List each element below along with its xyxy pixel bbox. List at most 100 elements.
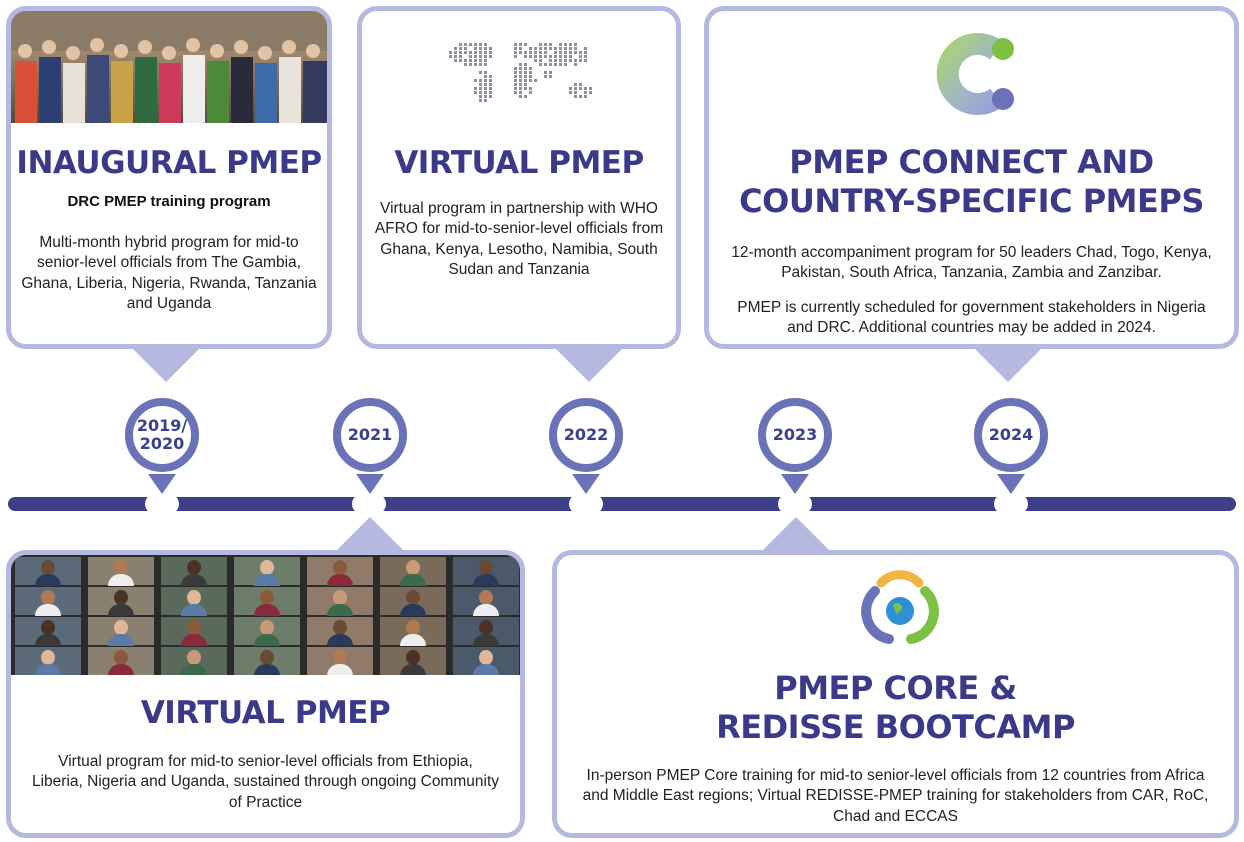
card-title: INAUGURAL PMEP [16, 145, 322, 181]
map-dot [574, 95, 577, 98]
map-dot [524, 75, 527, 78]
map-dot [489, 55, 492, 58]
map-dot [549, 43, 552, 46]
map-dot [489, 79, 492, 82]
year-pin-2023: 2023 [758, 398, 832, 472]
timeline-gap [778, 494, 812, 514]
card-virtual-pmep-2021: VIRTUAL PMEP Virtual program for mid-to … [6, 550, 525, 838]
map-dot [519, 95, 522, 98]
map-dot [474, 43, 477, 46]
map-dot [519, 51, 522, 54]
participant-head [41, 650, 55, 665]
participant-body [400, 634, 426, 646]
year-label: 2023 [772, 424, 818, 444]
map-dot [459, 55, 462, 58]
participant-body [35, 604, 61, 616]
participant-body [108, 604, 134, 616]
pin-tip [572, 474, 600, 494]
participant-body [327, 574, 353, 586]
map-dot [519, 75, 522, 78]
video-tile [453, 617, 519, 646]
map-dot [484, 55, 487, 58]
participant-head [260, 590, 274, 605]
video-tile [234, 587, 300, 616]
map-dot [544, 43, 547, 46]
video-tile [453, 647, 519, 675]
map-dot [459, 47, 462, 50]
participant-head [333, 620, 347, 635]
map-dot [514, 55, 517, 58]
participant-head [114, 650, 128, 665]
map-dot [554, 59, 557, 62]
participant-body [327, 664, 353, 675]
map-dot [484, 99, 487, 102]
map-dot [569, 87, 572, 90]
participant-head [114, 560, 128, 575]
map-dot [559, 47, 562, 50]
map-dot [514, 71, 517, 74]
map-dot [449, 51, 452, 54]
map-dot [584, 95, 587, 98]
participant-head [479, 560, 493, 575]
participant-body [108, 574, 134, 586]
map-dot [554, 55, 557, 58]
participant-head [41, 590, 55, 605]
video-tile [15, 617, 81, 646]
map-dot [484, 87, 487, 90]
group-photo-illustration [11, 11, 327, 123]
map-dot [579, 51, 582, 54]
map-dot [519, 71, 522, 74]
map-dot [479, 47, 482, 50]
map-dot [574, 83, 577, 86]
map-dot [479, 51, 482, 54]
map-dot [534, 51, 537, 54]
video-tile [380, 557, 446, 586]
card-title: VIRTUAL PMEP [394, 145, 644, 181]
participant-head [260, 650, 274, 665]
map-dot [459, 43, 462, 46]
participant-body [181, 634, 207, 646]
participant-head [260, 620, 274, 635]
map-dot [514, 75, 517, 78]
map-dot [524, 51, 527, 54]
map-dot [489, 91, 492, 94]
card-pmep-core-redisse: PMEP CORE & REDISSE BOOTCAMP In-person P… [552, 550, 1239, 838]
map-dot [469, 55, 472, 58]
video-tile [161, 617, 227, 646]
map-dot [569, 55, 572, 58]
participant-body [35, 634, 61, 646]
map-dot [484, 83, 487, 86]
map-dot [539, 47, 542, 50]
participant-head [41, 560, 55, 575]
year-pin-2024: 2024 [974, 398, 1048, 472]
map-dot [529, 67, 532, 70]
map-dot [569, 47, 572, 50]
participant-body [254, 574, 280, 586]
map-dot [564, 47, 567, 50]
card-inaugural-pmep: INAUGURAL PMEP DRC PMEP training program… [6, 6, 332, 349]
map-dot [549, 75, 552, 78]
map-dot [559, 63, 562, 66]
map-dot [529, 71, 532, 74]
map-dot [529, 87, 532, 90]
map-dot [574, 91, 577, 94]
participant-body [181, 664, 207, 675]
connector-inaugural [130, 346, 202, 382]
map-dot [564, 59, 567, 62]
map-dot [484, 75, 487, 78]
map-dot [489, 95, 492, 98]
card-description: 12-month accompaniment program for 50 le… [731, 244, 1212, 282]
participant-head [260, 560, 274, 575]
card-description: In-person PMEP Core training for mid-to … [582, 767, 1209, 825]
pin-tip [356, 474, 384, 494]
participant-head [406, 560, 420, 575]
participant-head [187, 560, 201, 575]
video-tile [15, 647, 81, 675]
map-dot [569, 59, 572, 62]
participant-head [406, 590, 420, 605]
map-dot [519, 83, 522, 86]
video-call-grid [11, 555, 520, 675]
map-dot [464, 51, 467, 54]
participant-head [333, 560, 347, 575]
map-dot [564, 51, 567, 54]
